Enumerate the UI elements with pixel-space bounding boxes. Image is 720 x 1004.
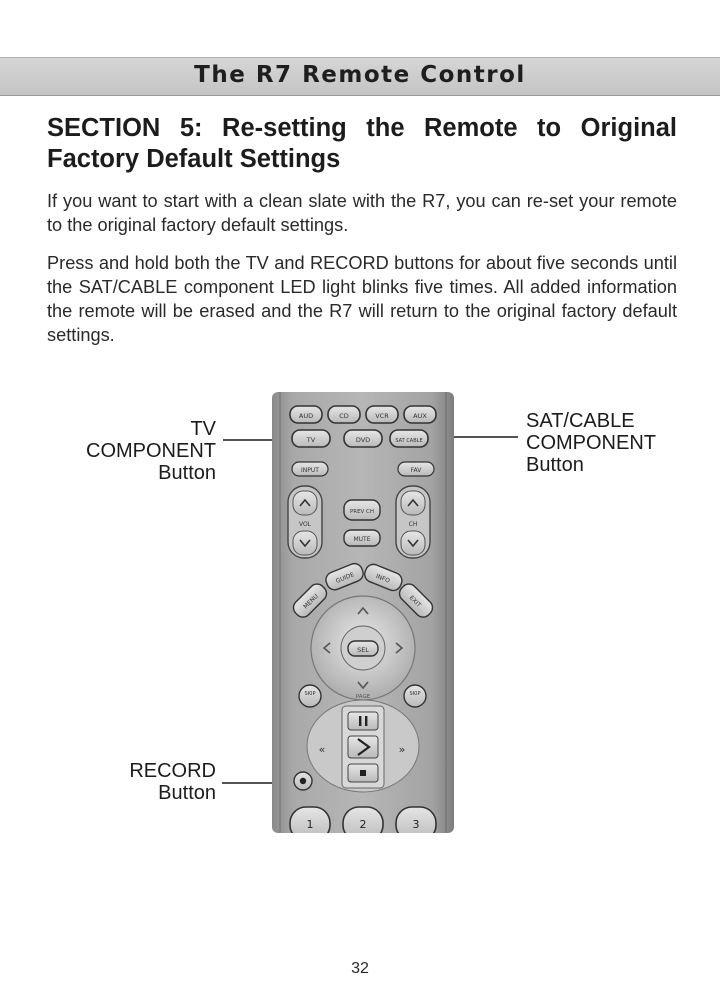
tv-callout-line2: COMPONENT xyxy=(86,440,216,462)
svg-text:SKIP: SKIP xyxy=(410,691,421,697)
svg-text:SAT CABLE: SAT CABLE xyxy=(395,438,422,444)
remote-illustration: AUD CD VCR AUX TV DVD SAT CABLE INPUT FA… xyxy=(272,392,454,833)
svg-text:CH: CH xyxy=(409,521,418,528)
svg-text:SEL: SEL xyxy=(357,646,369,654)
svg-text:AUD: AUD xyxy=(299,412,313,420)
svg-text:VOL: VOL xyxy=(299,521,312,528)
svg-text:2: 2 xyxy=(360,818,367,831)
component-row-top: AUD CD VCR AUX xyxy=(289,405,437,424)
svg-text:PREV CH: PREV CH xyxy=(350,509,374,515)
navigation-dpad: SEL xyxy=(310,595,416,701)
svg-text:CD: CD xyxy=(339,412,349,420)
sat-callout-line3: Button xyxy=(526,454,584,476)
tv-component-button xyxy=(291,429,331,448)
svg-text:INPUT: INPUT xyxy=(301,467,319,474)
svg-text:1: 1 xyxy=(307,818,314,831)
svg-text:SKIP: SKIP xyxy=(305,691,316,697)
sat-callout-line2: COMPONENT xyxy=(526,432,656,454)
svg-text:DVD: DVD xyxy=(356,436,370,444)
section-title: SECTION 5: Re-setting the Remote to Orig… xyxy=(47,114,677,173)
record-callout-line2: Button xyxy=(158,782,216,804)
svg-text:«: « xyxy=(319,743,326,756)
sat-callout-line1: SAT/CABLE xyxy=(526,410,635,432)
svg-text:MUTE: MUTE xyxy=(353,536,370,543)
sat-cable-component-button xyxy=(389,429,429,448)
svg-text:3: 3 xyxy=(413,818,420,831)
page-header-title: The R7 Remote Control xyxy=(194,62,526,88)
svg-text:AUX: AUX xyxy=(413,412,427,420)
paragraph-intro: If you want to start with a clean slate … xyxy=(47,191,677,235)
header-band xyxy=(0,57,720,96)
component-row-second: TV DVD SAT CABLE xyxy=(291,429,429,448)
tv-callout-line3: Button xyxy=(158,462,216,484)
volume-rocker: VOL xyxy=(287,485,323,559)
transport-cluster: « » xyxy=(306,699,420,793)
svg-text:VCR: VCR xyxy=(375,412,389,420)
record-callout-line1: RECORD xyxy=(129,760,216,782)
tv-callout-line1: TV xyxy=(190,418,216,440)
number-keys: 1 2 3 xyxy=(289,806,437,833)
svg-text:TV: TV xyxy=(306,436,316,444)
svg-text:»: » xyxy=(399,743,406,756)
remote-svg: AUD CD VCR AUX TV DVD SAT CABLE INPUT FA… xyxy=(272,392,454,833)
svg-text:PAGE: PAGE xyxy=(356,694,371,700)
svg-text:FAV: FAV xyxy=(411,467,423,474)
channel-rocker: CH xyxy=(395,485,431,559)
page-number: 32 xyxy=(351,960,369,977)
paragraph-instructions: Press and hold both the TV and RECORD bu… xyxy=(47,253,677,345)
